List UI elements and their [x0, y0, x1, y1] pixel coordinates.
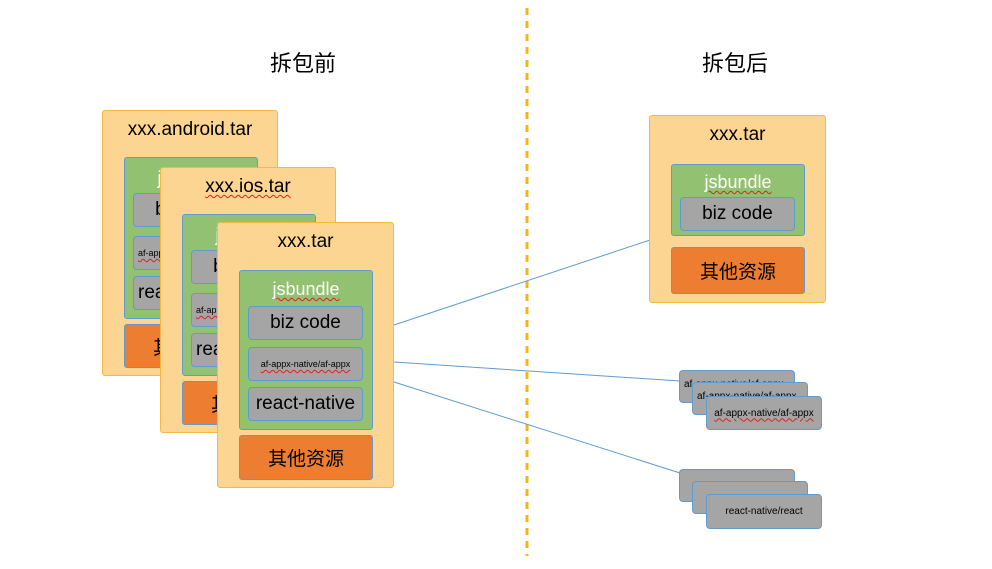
after-biz-code: biz code	[680, 197, 795, 231]
react-native-stack-card-3: react-native/react	[706, 494, 822, 529]
connector-react-native	[393, 381, 681, 474]
after-tar-title: xxx.tar	[709, 124, 766, 145]
android-tar-title: xxx.android.tar	[127, 119, 253, 140]
before-tar-title: xxx.tar	[277, 231, 334, 252]
before-resources: 其他资源	[239, 435, 373, 480]
af-appx-stack-card-3: af-appx-native/af-appx	[706, 396, 822, 430]
after-tar-card: xxx.tar jsbundle biz code 其他资源	[649, 115, 826, 303]
before-biz-code: biz code	[248, 306, 363, 340]
connector-biz-code	[393, 239, 651, 326]
after-jsbundle: jsbundle biz code	[671, 164, 805, 236]
after-jsbundle-title: jsbundle	[704, 172, 772, 192]
before-react-native-module: react-native	[248, 387, 363, 421]
before-split-heading: 拆包前	[270, 52, 337, 77]
before-tar-card: xxx.tar jsbundle biz code af-appx-native…	[217, 222, 394, 488]
after-split-heading: 拆包后	[702, 52, 769, 77]
before-af-appx-module: af-appx-native/af-appx	[248, 347, 363, 381]
before-jsbundle-title: jsbundle	[272, 279, 340, 299]
before-jsbundle: jsbundle biz code af-appx-native/af-appx…	[239, 270, 373, 430]
connector-af-appx	[393, 361, 681, 382]
ios-tar-title: xxx.ios.tar	[205, 176, 291, 197]
after-resources: 其他资源	[671, 247, 805, 294]
